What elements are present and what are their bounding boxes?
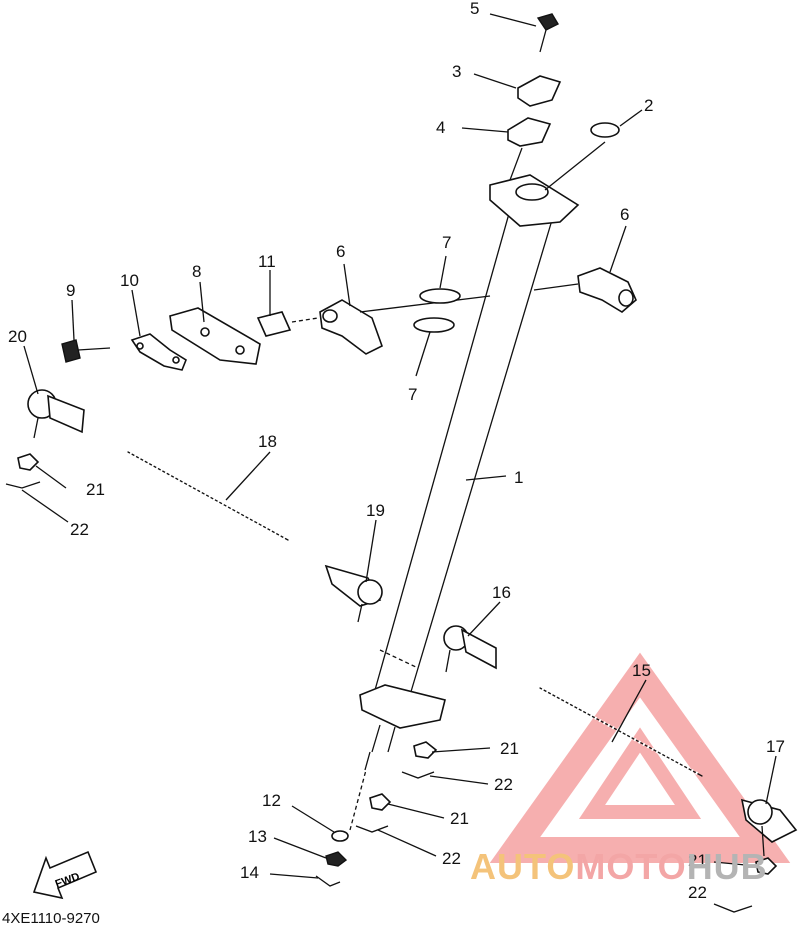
- label-part-12: 12: [262, 791, 281, 810]
- label-part-9: 9: [66, 281, 76, 300]
- nut-part-13: [325, 851, 348, 867]
- label-part-21-b: 21: [500, 739, 519, 758]
- bolt-part-5: [536, 13, 559, 53]
- watermark-text: AUTOMOTOHUB: [470, 846, 768, 888]
- nut-part-21-a: [17, 453, 40, 471]
- cotter-pin-part-14: [315, 875, 341, 887]
- lock-washer-part-10: [130, 333, 187, 371]
- label-part-13: 13: [248, 827, 267, 846]
- collar-part-11: [256, 311, 319, 337]
- oring-part-7-lower: [413, 317, 455, 333]
- label-part-18: 18: [258, 432, 277, 451]
- label-part-8: 8: [192, 262, 202, 281]
- label-part-22-c: 22: [442, 849, 461, 868]
- leader-lines: [21, 13, 777, 879]
- tie-rod-end-part-16: [443, 625, 497, 673]
- label-part-20: 20: [8, 327, 27, 346]
- tie-rod-end-part-17: [740, 798, 798, 857]
- watermark-moto: MOTO: [575, 846, 687, 887]
- cotter-pin-part-22-d: [713, 903, 753, 913]
- steering-column-part-1: [349, 174, 580, 831]
- tie-rod-part-15: [539, 687, 703, 777]
- plug-part-2: [544, 122, 620, 191]
- label-part-6-right: 6: [620, 205, 630, 224]
- label-part-21-d: 21: [688, 851, 707, 870]
- watermark-auto: AUTO: [470, 846, 576, 887]
- tie-rod-end-part-19: [324, 564, 383, 623]
- label-part-17: 17: [766, 737, 785, 756]
- label-part-3: 3: [452, 62, 462, 81]
- label-part-2: 2: [644, 96, 654, 115]
- label-part-4: 4: [436, 118, 446, 137]
- label-part-22-b: 22: [494, 775, 513, 794]
- cotter-pin-part-22-b: [401, 771, 435, 779]
- label-part-21-a: 21: [86, 480, 105, 499]
- cotter-pin-part-22-c: [355, 825, 389, 833]
- label-part-16: 16: [492, 583, 511, 602]
- watermark-hub: HUB: [686, 846, 768, 887]
- tie-rod-end-part-20: [27, 389, 85, 439]
- washer-part-12: [331, 830, 349, 842]
- label-part-22-d: 22: [688, 883, 707, 902]
- label-part-21-c: 21: [450, 809, 469, 828]
- label-part-15: 15: [632, 661, 651, 680]
- fwd-arrow: FWD: [32, 850, 98, 900]
- lower-clamp-part-4: [507, 117, 552, 181]
- label-part-7-upper: 7: [442, 233, 452, 252]
- tie-rod-part-18: [127, 451, 289, 541]
- nut-part-21-b: [413, 741, 438, 759]
- label-part-11: 11: [258, 252, 276, 271]
- label-part-6-left: 6: [336, 242, 346, 261]
- cotter-pin-part-22-a: [5, 481, 41, 489]
- bolt-part-9: [61, 339, 111, 363]
- label-part-5: 5: [470, 0, 480, 18]
- nut-part-21-c: [369, 793, 392, 811]
- diagram-code: 4XE1110-9270: [2, 910, 100, 927]
- label-part-1: 1: [514, 468, 524, 487]
- plate-part-8: [169, 307, 261, 365]
- nut-part-21-d: [755, 857, 778, 875]
- holder-part-6-left: [319, 295, 491, 355]
- label-part-10: 10: [120, 271, 139, 290]
- oring-part-7-upper: [419, 288, 461, 304]
- label-part-14: 14: [240, 863, 259, 882]
- upper-clamp-part-3: [517, 75, 562, 107]
- label-part-22-a: 22: [70, 520, 89, 539]
- holder-part-6-right: [533, 267, 637, 313]
- label-part-7-lower: 7: [408, 385, 418, 404]
- watermark-triangle: [489, 652, 791, 863]
- label-part-19: 19: [366, 501, 385, 520]
